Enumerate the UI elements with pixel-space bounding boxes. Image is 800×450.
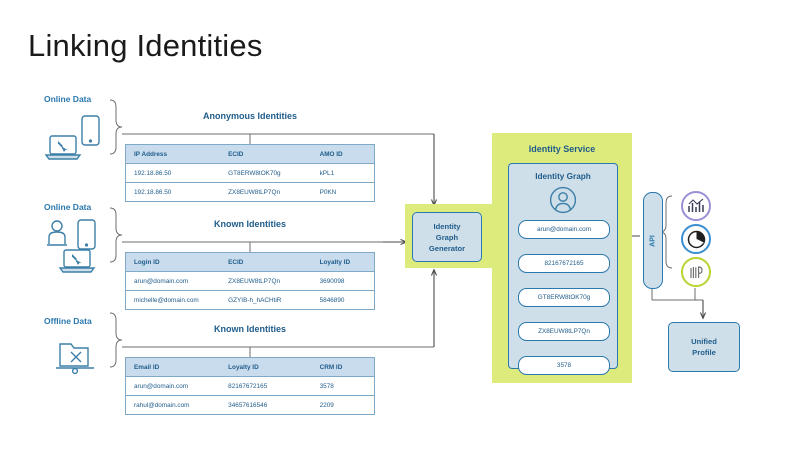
identity-chip: 82167672165 (518, 254, 610, 273)
identity-service-panel: Identity Service Identity Graph arun@dom… (492, 133, 632, 383)
table-cell: 82167672165 (228, 382, 268, 390)
source-icons-3 (56, 343, 94, 375)
identity-chip: arun@domain.com (518, 220, 610, 239)
user-avatar-icon (549, 186, 577, 214)
column-header: IP Address (134, 150, 168, 158)
table-cell: P0KN (319, 188, 337, 196)
source-icons-1 (44, 115, 100, 160)
page-title: Linking Identities (28, 28, 263, 63)
column-header: Email ID (134, 363, 160, 371)
source-label-2: Online Data (44, 202, 92, 212)
table-cell: arun@domain.com (134, 277, 189, 285)
identity-graph-title: Identity Graph (535, 172, 591, 181)
pie-chart-icon (681, 224, 711, 254)
column-header: ECID (228, 258, 244, 266)
table-row: arun@domain.com 82167672165 3578 (125, 377, 375, 396)
table-cell: arun@domain.com (134, 382, 189, 390)
source-group-1: Online Data (44, 94, 91, 104)
brand-glyph-icon (681, 257, 711, 287)
generator-line-3: Generator (428, 243, 466, 253)
bar-chart-icon (681, 191, 711, 221)
source-group-3: Offline Data (44, 316, 92, 326)
table-cell: ZX8EUW8tLP7Qn (228, 188, 281, 196)
identity-service-title: Identity Service (528, 144, 596, 154)
table-header-row: IP Address ECID AMO ID (125, 144, 375, 164)
table-cell: 34657616546 (228, 401, 268, 409)
table-anonymous-identities: IP Address ECID AMO ID 192.18.86.50 GT8E… (125, 144, 375, 202)
table-row: 192.18.86.50 GT8ERW8tOK70g kPL1 (125, 164, 375, 183)
table-cell: 2209 (319, 401, 334, 409)
column-header: ECID (228, 150, 244, 158)
column-header: Login ID (134, 258, 160, 266)
table-known-identities-login: Login ID ECID Loyalty ID arun@domain.com… (125, 252, 375, 310)
table-cell: michelle@domain.com (134, 296, 199, 304)
table-cell: 3690098 (319, 277, 345, 285)
table-cell: rahul@domain.com (134, 401, 190, 409)
table-cell: kPL1 (319, 169, 335, 177)
table-caption-3: Known Identities (214, 324, 286, 334)
table-known-identities-email: Email ID Loyalty ID CRM ID arun@domain.c… (125, 357, 375, 415)
identity-chip: 3578 (518, 356, 610, 375)
table-cell: GZYIB-h_hACHtiR (228, 296, 282, 304)
source-group-2: Online Data (44, 202, 91, 212)
table-caption-2: Known Identities (214, 219, 286, 229)
column-header: Loyalty ID (319, 258, 351, 266)
unified-profile-line-2: Profile (692, 348, 716, 357)
identity-chip: GT8ERW8tOK70g (518, 288, 610, 307)
source-icons-2 (47, 219, 96, 273)
identity-graph-generator-box: Identity Graph Generator (412, 212, 482, 262)
api-bar: API (643, 192, 663, 289)
unified-profile-line-1: Unified (691, 337, 717, 346)
column-header: CRM ID (319, 363, 343, 371)
generator-line-1: Identity (433, 221, 461, 231)
identity-chip: ZX8EUW8tLP7Qn (518, 322, 610, 341)
table-row: arun@domain.com ZX8EUW8tLP7Qn 3690098 (125, 272, 375, 291)
table-row: rahul@domain.com 34657616546 2209 (125, 396, 375, 415)
table-caption-1: Anonymous Identities (202, 111, 297, 121)
table-cell: 192.18.86.50 (134, 188, 172, 196)
unified-profile-box: Unified Profile (668, 322, 740, 372)
table-row: 192.18.86.50 ZX8EUW8tLP7Qn P0KN (125, 183, 375, 202)
generator-line-2: Graph (435, 232, 459, 242)
table-cell: 5846890 (319, 296, 345, 304)
api-label: API (649, 234, 657, 247)
source-label-3: Offline Data (44, 316, 92, 326)
table-header-row: Login ID ECID Loyalty ID (125, 252, 375, 272)
table-cell: 192.18.86.50 (134, 169, 172, 177)
table-cell: 3578 (319, 382, 334, 390)
identity-graph-panel: Identity Graph arun@domain.com 821676721… (508, 163, 618, 375)
table-cell: GT8ERW8tOK70g (228, 169, 281, 177)
table-header-row: Email ID Loyalty ID CRM ID (125, 357, 375, 377)
table-row: michelle@domain.com GZYIB-h_hACHtiR 5846… (125, 291, 375, 310)
table-cell: ZX8EUW8tLP7Qn (228, 277, 281, 285)
column-header: Loyalty ID (228, 363, 259, 371)
source-label-1: Online Data (44, 94, 92, 104)
column-header: AMO ID (319, 150, 343, 158)
